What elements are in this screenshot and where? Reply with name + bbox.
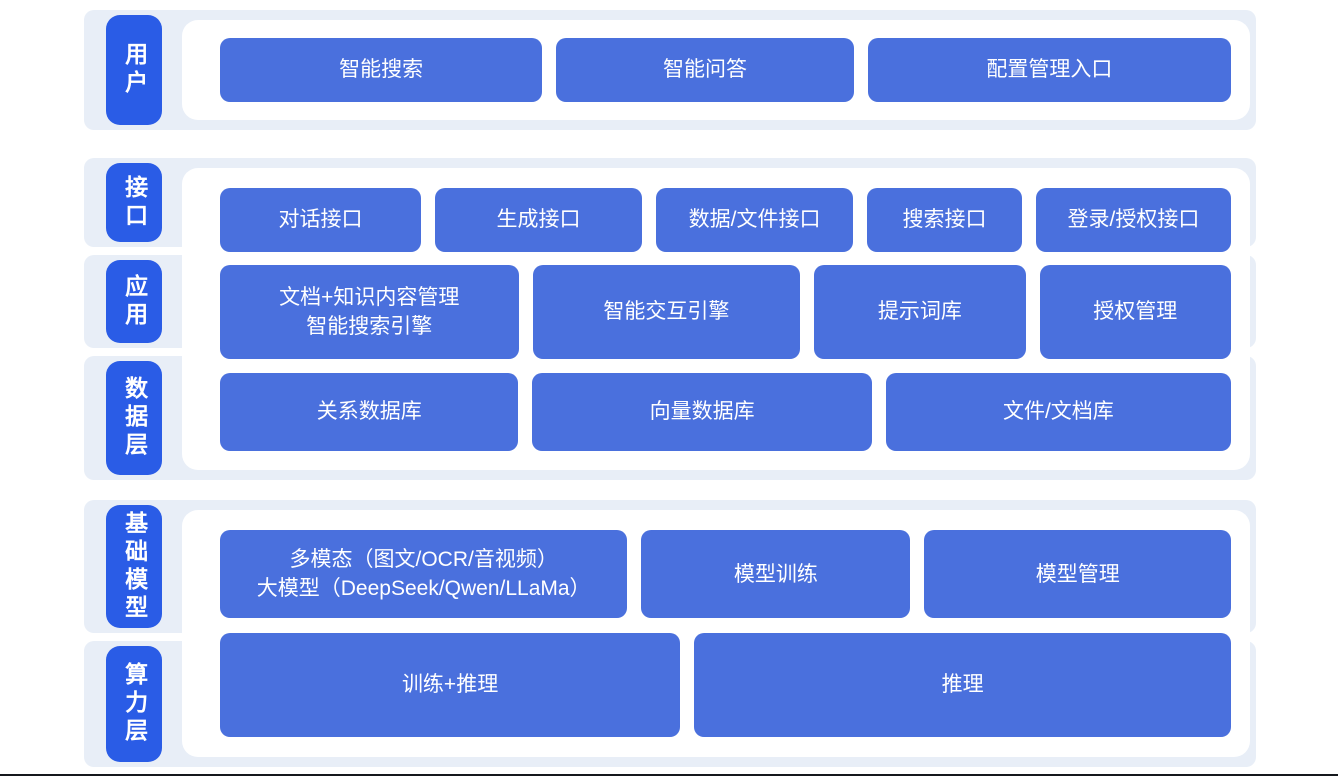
block-row: 智能搜索 智能问答 配置管理入口: [220, 38, 1231, 102]
block-row: 对话接口 生成接口 数据/文件接口 搜索接口 登录/授权接口: [220, 187, 1231, 252]
content-panel-bottom: 多模态（图文/OCR/音视频） 大模型（DeepSeek/Qwen/LLaMa）…: [182, 510, 1250, 757]
layer-label-text: 数据层: [121, 375, 148, 460]
layer-label-text: 用户: [121, 42, 148, 98]
block-config-entry: 配置管理入口: [867, 38, 1231, 102]
slide-bottom-border: [0, 774, 1338, 776]
block-relational-db: 关系数据库: [220, 372, 519, 451]
content-panel-user: 智能搜索 智能问答 配置管理入口: [182, 20, 1250, 120]
block-inference: 推理: [694, 632, 1231, 737]
block-file-doc-store: 文件/文档库: [885, 372, 1232, 451]
block-interaction-engine: 智能交互引擎: [532, 265, 801, 359]
block-smart-qa: 智能问答: [556, 38, 854, 102]
layer-label-foundation-model: 基础模型: [106, 505, 162, 628]
block-model-training: 模型训练: [641, 530, 911, 619]
layer-label-compute: 算力层: [106, 646, 162, 762]
block-search-api: 搜索接口: [867, 187, 1022, 252]
block-multimodal-llm: 多模态（图文/OCR/音视频） 大模型（DeepSeek/Qwen/LLaMa）: [220, 530, 628, 619]
layer-label-text: 基础模型: [121, 510, 148, 623]
block-row: 关系数据库 向量数据库 文件/文档库: [220, 372, 1232, 451]
block-auth-management: 授权管理: [1039, 265, 1231, 359]
block-model-management: 模型管理: [924, 530, 1231, 619]
layer-group-bottom: 基础模型 算力层 多模态（图文/OCR/音视频） 大模型（DeepSeek/Qw…: [84, 500, 1256, 767]
block-generation-api: 生成接口: [435, 187, 643, 252]
block-vector-db: 向量数据库: [532, 372, 872, 451]
layer-group-middle: 接口 应用 数据层 对话接口 生成接口 数据/文件接口 搜索接口 登录/授权接口: [84, 158, 1256, 480]
block-login-auth-api: 登录/授权接口: [1035, 187, 1231, 252]
block-dialog-api: 对话接口: [220, 187, 422, 252]
layer-label-text: 接口: [121, 174, 148, 231]
block-row: 训练+推理 推理: [220, 632, 1231, 737]
layer-group-user: 用户 智能搜索 智能问答 配置管理入口: [84, 10, 1256, 130]
block-row: 文档+知识内容管理 智能搜索引擎 智能交互引擎 提示词库 授权管理: [220, 265, 1231, 359]
layer-label-text: 算力层: [121, 662, 148, 746]
layer-label-text: 应用: [121, 273, 148, 330]
layer-label-user: 用户: [106, 15, 162, 125]
content-panel-middle: 对话接口 生成接口 数据/文件接口 搜索接口 登录/授权接口 文档+知识内容管理…: [182, 168, 1250, 470]
block-smart-search: 智能搜索: [220, 38, 543, 102]
block-data-file-api: 数据/文件接口: [656, 187, 854, 252]
block-row: 多模态（图文/OCR/音视频） 大模型（DeepSeek/Qwen/LLaMa）…: [220, 530, 1231, 619]
block-doc-knowledge-search-engine: 文档+知识内容管理 智能搜索引擎: [220, 265, 519, 359]
block-training-inference: 训练+推理: [220, 632, 681, 737]
layer-label-data: 数据层: [106, 360, 162, 475]
layer-label-application: 应用: [106, 260, 162, 343]
block-prompt-library: 提示词库: [814, 265, 1026, 359]
layer-label-interface: 接口: [106, 163, 162, 243]
